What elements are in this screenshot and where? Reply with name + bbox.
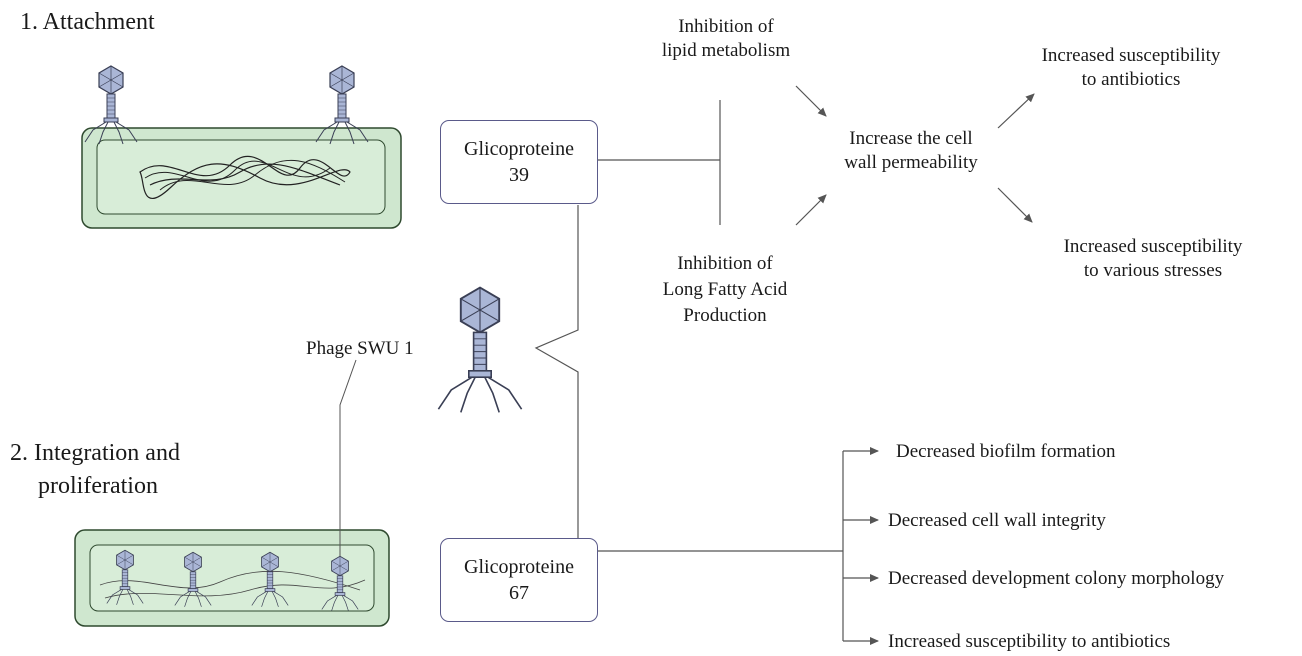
integration-cell (74, 529, 390, 627)
inhibition-fatty-line3: Production (683, 305, 767, 326)
g39-line2: 39 (509, 164, 529, 186)
outcome-cell-wall-integrity: Decreased cell wall integrity (888, 510, 1106, 531)
phage-label-leader (339, 359, 357, 556)
arrow-to-antibiotics (997, 93, 1035, 129)
inhibition-fatty-line2: Long Fatty Acid (662, 279, 788, 300)
inhibition-fatty-acid: Inhibition of Long Fatty Acid Production (630, 251, 820, 329)
inhibition-lipid-line1: Inhibition of (678, 16, 774, 37)
phage-swu1-illustration (437, 286, 523, 414)
outcome-stresses-line1: Increased susceptibility (1063, 236, 1243, 257)
arrow-lipid-to-permeability (795, 85, 827, 117)
g67-line1: Glicoproteine (464, 556, 574, 578)
outcome-stresses-line2: to various stresses (1083, 260, 1223, 281)
inhibition-fatty-line1: Inhibition of (677, 253, 773, 274)
phage-label: Phage SWU 1 (306, 338, 414, 359)
dna-strand (139, 156, 351, 199)
outcome-antibiotics-line2: to antibiotics (1081, 69, 1181, 90)
g67-line2: 67 (509, 582, 529, 604)
inhibition-lipid-line2: lipid metabolism (661, 40, 791, 61)
outcome-antibiotics: Increased susceptibility to antibiotics (1020, 44, 1242, 92)
section-attachment: 1. Attachment (20, 9, 155, 35)
outcome-stresses: Increased susceptibility to various stre… (1042, 235, 1264, 283)
outcome-antibiotics-67: Increased susceptibility to antibiotics (888, 631, 1171, 652)
glycoprotein-67-box: Glicoproteine 67 (440, 538, 598, 622)
permeability-line1: Increase the cell (849, 128, 973, 149)
arrow-to-stresses (997, 187, 1033, 223)
inhibition-lipid: Inhibition of lipid metabolism (636, 15, 816, 63)
attachment-cell (81, 127, 402, 229)
section-integration-line1: 2. Integration and (10, 440, 180, 466)
outcome-colony-morphology: Decreased development colony morphology (888, 568, 1225, 589)
permeability-node: Increase the cell wall permeability (816, 127, 1006, 175)
g39-line1: Glicoproteine (464, 138, 574, 160)
glycoprotein-39-box: Glicoproteine 39 (440, 120, 598, 204)
section-integration-line2: proliferation (38, 473, 158, 499)
arrow-fatty-to-permeability (795, 194, 827, 226)
outcome-biofilm: Decreased biofilm formation (896, 441, 1116, 462)
outcome-antibiotics-line1: Increased susceptibility (1041, 45, 1221, 66)
g39-g67-connector (534, 205, 579, 538)
permeability-line2: wall permeability (844, 152, 978, 173)
